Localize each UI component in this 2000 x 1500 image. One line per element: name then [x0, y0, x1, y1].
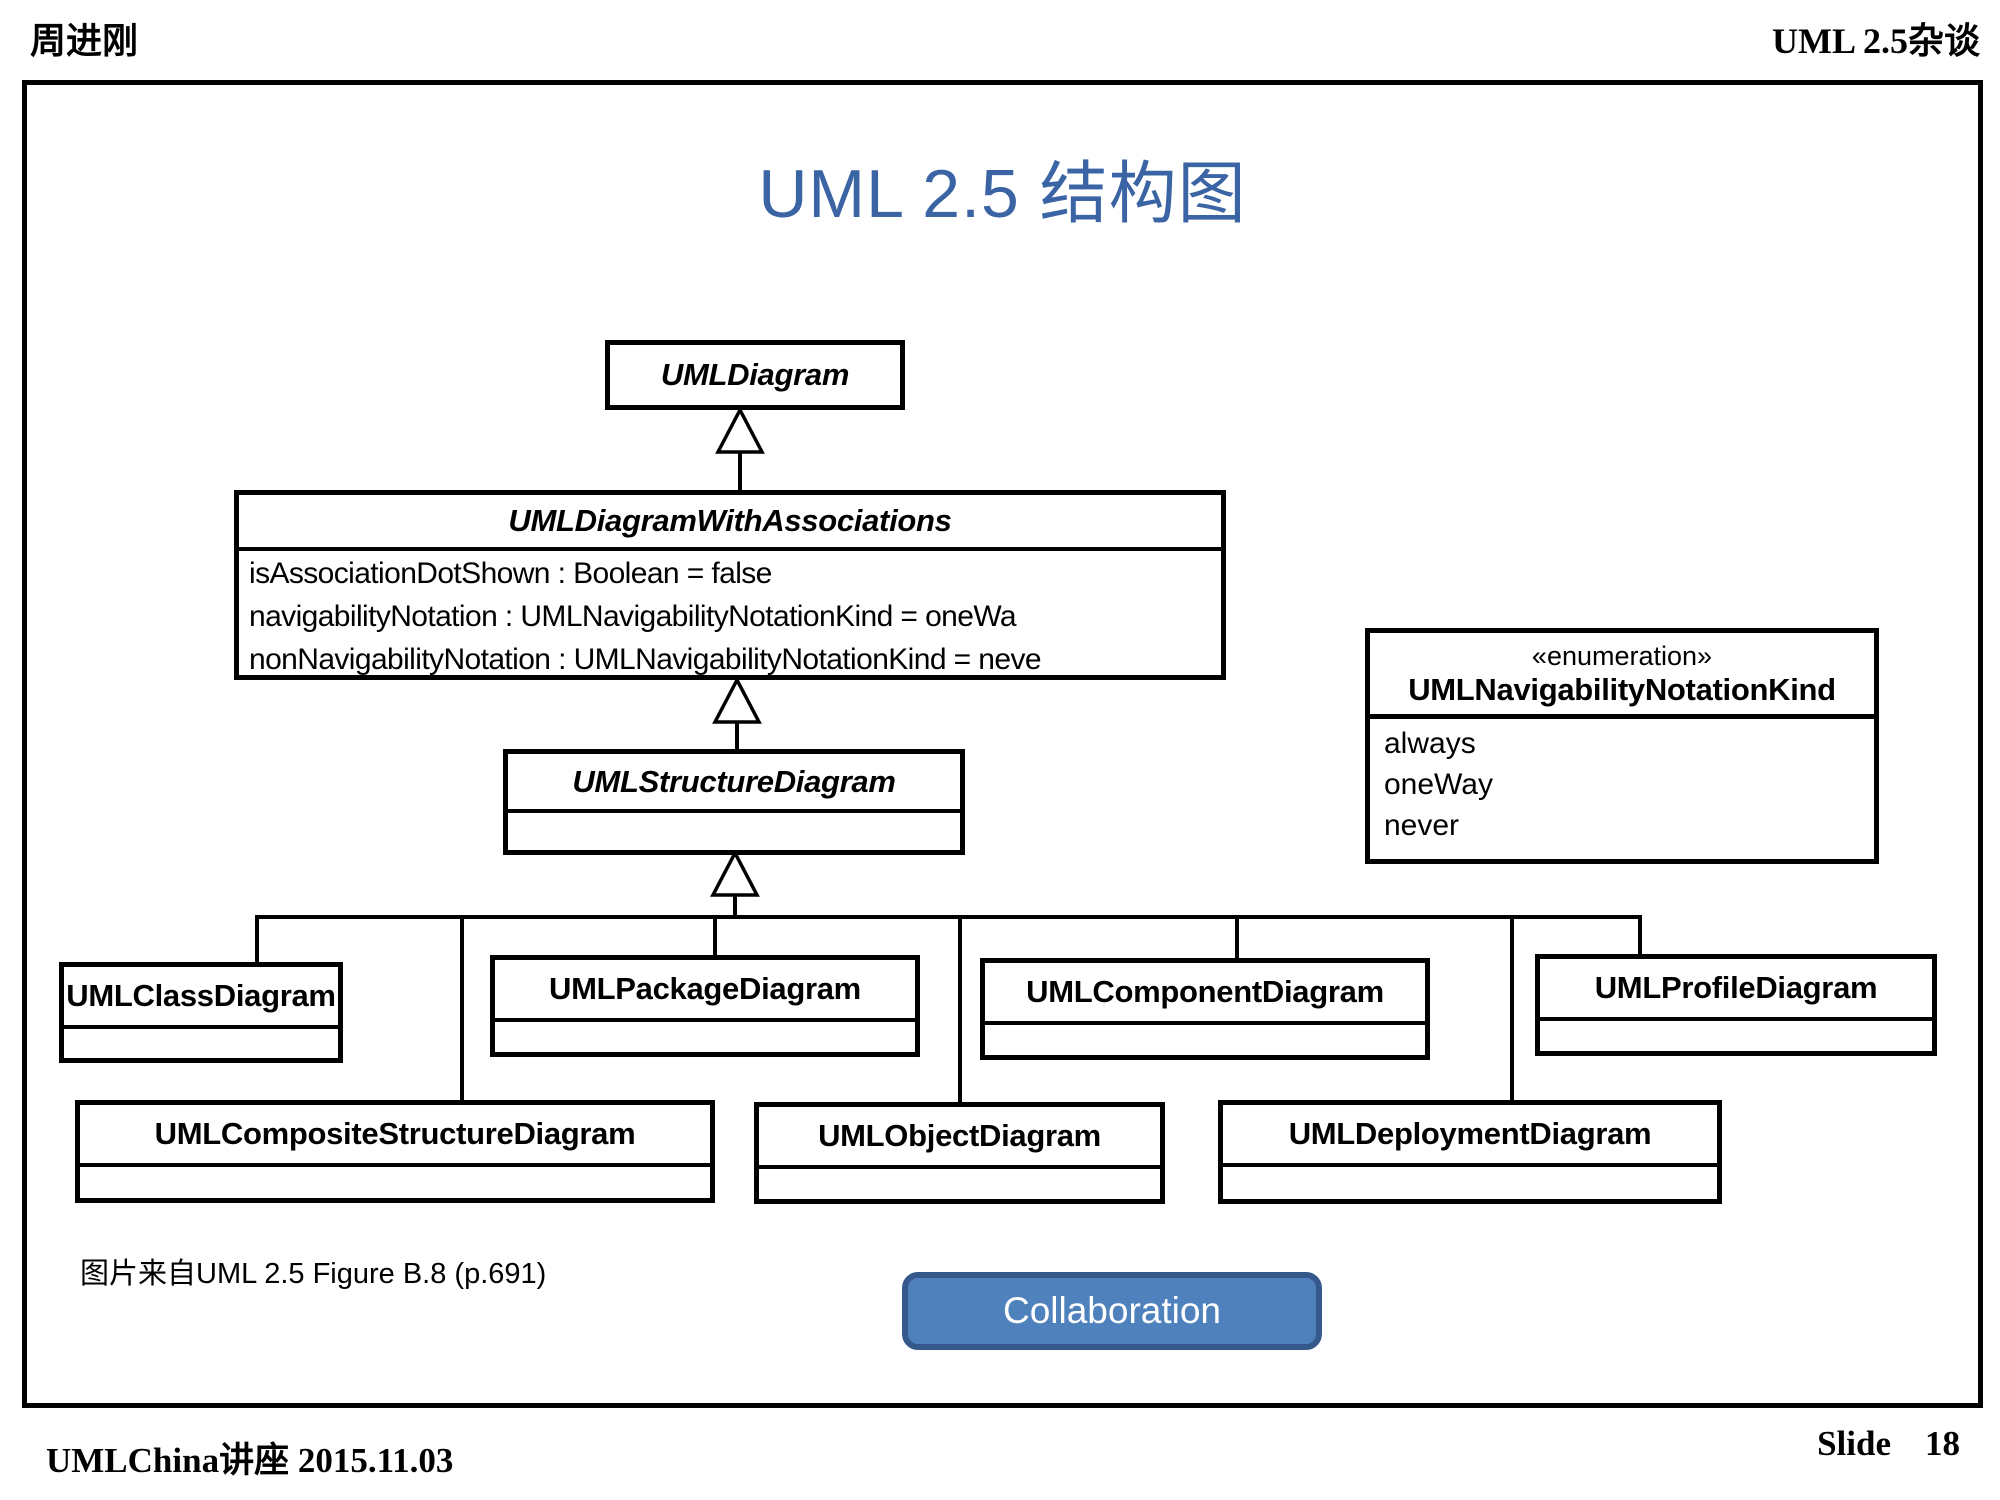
enumeration-box-umlnavigabilitynotationkind: «enumeration» UMLNavigabilityNotationKin…: [1365, 628, 1879, 864]
class-box-umlobjectdiagram: UMLObjectDiagram: [754, 1102, 1165, 1204]
enumeration-literals: always oneWay never: [1370, 719, 1874, 846]
image-source-caption: 图片来自UML 2.5 Figure B.8 (p.691): [80, 1258, 547, 1290]
class-name: UMLObjectDiagram: [759, 1107, 1160, 1169]
footer-lecture-info: UMLChina讲座 2015.11.03: [46, 1441, 454, 1480]
class-box-umlprofilediagram: UMLProfileDiagram: [1535, 954, 1937, 1056]
class-name: UMLProfileDiagram: [1540, 959, 1932, 1021]
generalization-arrows: [710, 406, 765, 897]
class-box-umlcomponentdiagram: UMLComponentDiagram: [980, 958, 1430, 1060]
slide-label: Slide: [1817, 1424, 1891, 1463]
empty-compartment: [508, 813, 960, 850]
enumeration-literal: always: [1384, 727, 1476, 760]
class-name: UMLComponentDiagram: [985, 963, 1425, 1025]
enumeration-literal: never: [1384, 809, 1460, 842]
slide-number: 18: [1925, 1424, 1960, 1463]
class-box-umlstructurediagram: UMLStructureDiagram: [503, 749, 965, 855]
generalization-arrow-icon: [710, 849, 760, 897]
class-box-umldiagram: UMLDiagram: [605, 340, 905, 410]
attribute-line: navigabilityNotation : UMLNavigabilityNo…: [249, 600, 1017, 633]
empty-compartment: [1223, 1167, 1717, 1199]
header-topic: UML 2.5杂谈: [1771, 21, 1980, 61]
collaboration-button[interactable]: Collaboration: [902, 1272, 1322, 1350]
class-name: UMLDeploymentDiagram: [1223, 1105, 1717, 1167]
header-author: 周进刚: [30, 21, 139, 61]
class-box-umldeploymentdiagram: UMLDeploymentDiagram: [1218, 1100, 1722, 1204]
footer-slide-number: Slide 18: [1817, 1424, 1960, 1464]
enumeration-name: UMLNavigabilityNotationKind: [1408, 672, 1836, 707]
class-box-umlpackagediagram: UMLPackageDiagram: [490, 955, 920, 1057]
class-name: UMLStructureDiagram: [508, 754, 960, 813]
enumeration-literal: oneWay: [1384, 768, 1493, 801]
generalization-arrow-icon: [715, 406, 765, 454]
class-name: UMLCompositeStructureDiagram: [80, 1105, 710, 1167]
enumeration-stereotype: «enumeration»: [1531, 641, 1713, 671]
attribute-line: nonNavigabilityNotation : UMLNavigabilit…: [249, 643, 1042, 675]
slide-title: UML 2.5 结构图: [758, 156, 1247, 232]
class-box-umldiagramwithassociations: UMLDiagramWithAssociations isAssociation…: [234, 490, 1226, 680]
generalization-arrow-icon: [712, 676, 762, 724]
class-name: UMLPackageDiagram: [495, 960, 915, 1022]
empty-compartment: [64, 1029, 338, 1058]
connector-lines: [255, 452, 1642, 1105]
class-name: UMLClassDiagram: [64, 967, 338, 1029]
attribute-line: isAssociationDotShown : Boolean = false: [249, 557, 772, 590]
empty-compartment: [495, 1022, 915, 1052]
class-box-umlclassdiagram: UMLClassDiagram: [59, 962, 343, 1063]
attributes-compartment: isAssociationDotShown : Boolean = false …: [239, 551, 1221, 675]
class-box-umlcompositestructurediagram: UMLCompositeStructureDiagram: [75, 1100, 715, 1203]
enumeration-header: «enumeration» UMLNavigabilityNotationKin…: [1370, 633, 1874, 719]
class-name: UMLDiagramWithAssociations: [239, 495, 1221, 551]
empty-compartment: [759, 1169, 1160, 1199]
empty-compartment: [80, 1167, 710, 1198]
empty-compartment: [985, 1025, 1425, 1055]
class-name: UMLDiagram: [660, 357, 850, 392]
empty-compartment: [1540, 1021, 1932, 1051]
